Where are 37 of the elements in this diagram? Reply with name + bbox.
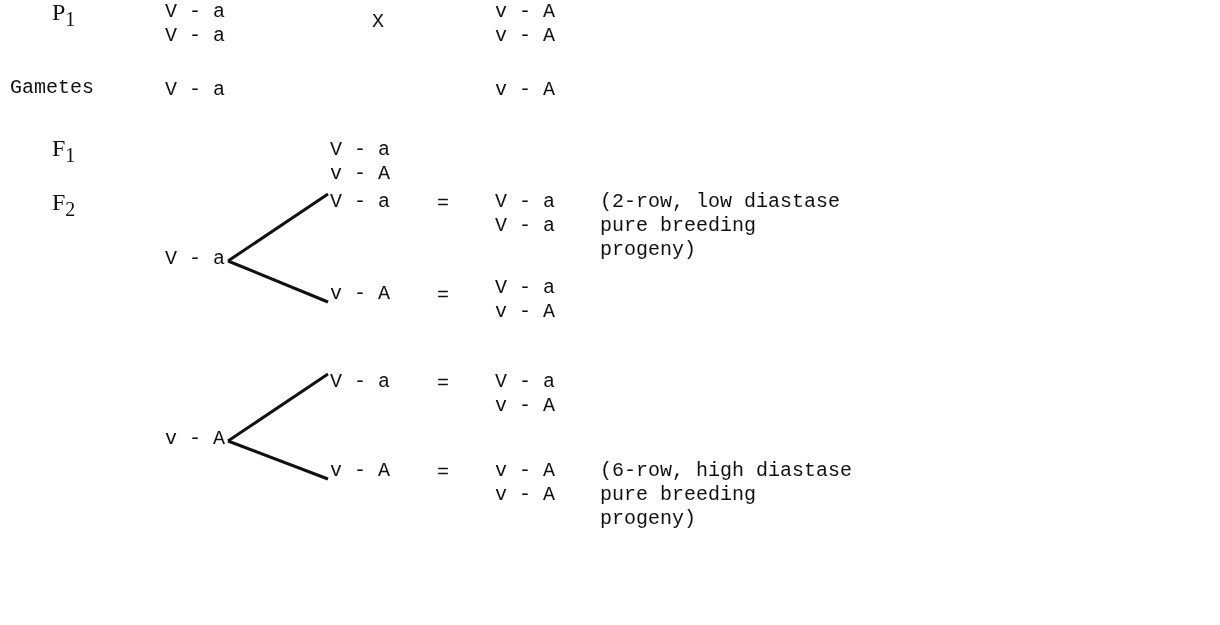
branch-line: [227, 259, 329, 304]
branch-line: [227, 372, 329, 443]
genotype-label: V - a: [165, 24, 225, 48]
genotype-label: V - a: [330, 190, 390, 214]
generation-label: F$_{2}$: [52, 190, 76, 221]
progeny-note: (6-row, high diastase pure breeding progeny): [600, 459, 854, 531]
genotype-label: V - a: [165, 78, 225, 102]
genotype-label: v - A: [495, 0, 555, 24]
genotype-label: v - A: [495, 394, 555, 418]
equals-sign: =: [437, 284, 449, 308]
genotype-label: v - A: [495, 24, 555, 48]
equals-sign: =: [437, 372, 449, 396]
genotype-label: v - A: [495, 300, 555, 324]
branch-line: [227, 439, 329, 481]
genotype-label: V - a: [495, 370, 555, 394]
generation-label: P$_{1}$: [52, 0, 76, 31]
genotype-label: V - a: [330, 370, 390, 394]
genotype-label: v - A: [495, 459, 555, 483]
equals-sign: =: [437, 192, 449, 216]
genotype-label: V - a: [495, 190, 555, 214]
branch-line: [227, 192, 329, 263]
generation-label: F$_{1}$: [52, 136, 76, 167]
genotype-label: v - A: [330, 459, 390, 483]
genotype-label: v - A: [495, 483, 555, 507]
genotype-label: V - a: [165, 0, 225, 24]
equals-sign: =: [437, 461, 449, 485]
genotype-label: v - A: [495, 78, 555, 102]
genotype-label: v - A: [330, 162, 390, 186]
genotype-label: v - A: [330, 282, 390, 306]
generation-label: Gametes: [10, 76, 94, 100]
progeny-note: (2-row, low diastase pure breeding progeny): [600, 190, 842, 262]
genotype-label: V - a: [495, 276, 555, 300]
genotype-label: v - A: [165, 427, 225, 451]
genotype-label: V - a: [495, 214, 555, 238]
genotype-label: V - a: [330, 138, 390, 162]
genotype-label: V - a: [165, 247, 225, 271]
cross-symbol: X: [372, 10, 384, 34]
